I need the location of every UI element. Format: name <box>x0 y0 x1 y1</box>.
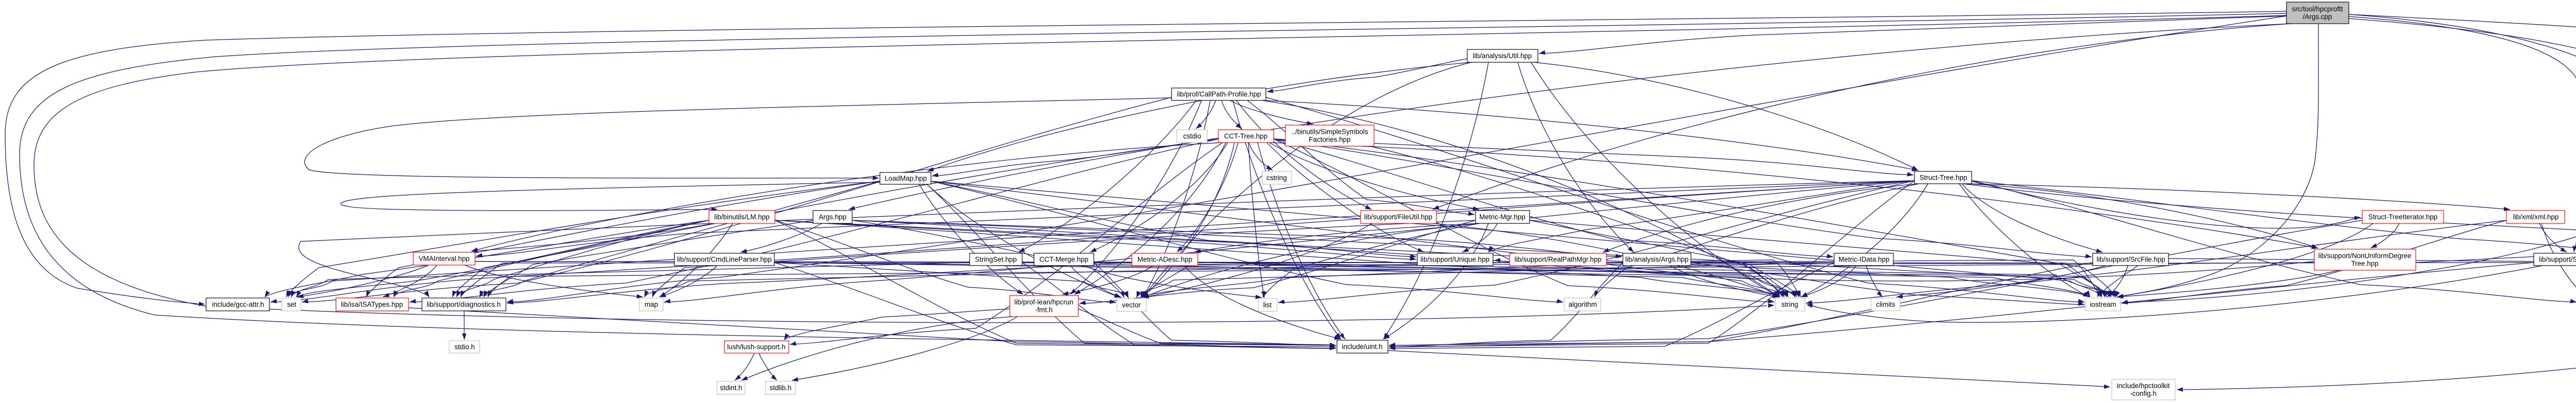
svg-text:include/uint.h: include/uint.h <box>1342 343 1383 351</box>
svg-text:cstring: cstring <box>1266 174 1286 182</box>
svg-text:Factories.hpp: Factories.hpp <box>1309 136 1350 144</box>
svg-text:list: list <box>1263 301 1272 309</box>
svg-text:Tree.hpp: Tree.hpp <box>2351 260 2378 268</box>
svg-text:-fmt.h: -fmt.h <box>1035 306 1053 314</box>
svg-text:set: set <box>287 301 296 308</box>
svg-text:Struct-Tree.hpp: Struct-Tree.hpp <box>1920 174 1968 182</box>
svg-text:-config.h: -config.h <box>2130 390 2156 397</box>
svg-text:Struct-TreeIterator.hpp: Struct-TreeIterator.hpp <box>2368 213 2437 221</box>
svg-text:cstdio: cstdio <box>1183 132 1201 140</box>
svg-text:lib/support/FileUtil.hpp: lib/support/FileUtil.hpp <box>1364 213 1432 221</box>
svg-text:lib/support/diagnostics.h: lib/support/diagnostics.h <box>427 301 501 308</box>
svg-text:../binutils/SimpleSymbols: ../binutils/SimpleSymbols <box>1292 128 1368 136</box>
svg-text:lush/lush-support.h: lush/lush-support.h <box>727 343 785 351</box>
svg-text:lib/support/SrcFile.hpp: lib/support/SrcFile.hpp <box>2096 256 2165 264</box>
svg-text:lib/support/RealPathMgr.hpp: lib/support/RealPathMgr.hpp <box>1515 256 1602 264</box>
svg-text:src/tool/hpcproftt: src/tool/hpcproftt <box>2292 5 2343 13</box>
svg-text:string: string <box>1782 301 1799 308</box>
svg-text:lib/support/StrUtil.hpp: lib/support/StrUtil.hpp <box>2539 256 2576 264</box>
svg-text:VMAInterval.hpp: VMAInterval.hpp <box>419 255 470 262</box>
svg-text:stdio.h: stdio.h <box>454 343 474 351</box>
svg-text:lib/prof-lean/hpcrun: lib/prof-lean/hpcrun <box>1014 299 1074 306</box>
svg-text:lib/analysis/Args.hpp: lib/analysis/Args.hpp <box>1625 256 1689 264</box>
svg-text:include/hpctoolkit: include/hpctoolkit <box>2117 382 2170 390</box>
svg-text:CCT-Merge.hpp: CCT-Merge.hpp <box>1039 256 1088 264</box>
svg-text:vector: vector <box>1122 301 1141 309</box>
svg-text:lib/support/CmdLineParser.hpp: lib/support/CmdLineParser.hpp <box>677 256 772 264</box>
svg-text:StringSet.hpp: StringSet.hpp <box>975 256 1016 264</box>
svg-text:CCT-Tree.hpp: CCT-Tree.hpp <box>1224 132 1267 140</box>
svg-text:Metric-ADesc.hpp: Metric-ADesc.hpp <box>1138 256 1192 264</box>
svg-text:stdint.h: stdint.h <box>720 384 742 392</box>
svg-text:lib/xml/xml.hpp: lib/xml/xml.hpp <box>2513 213 2559 221</box>
svg-text:lib/binutils/LM.hpp: lib/binutils/LM.hpp <box>714 213 769 221</box>
svg-text:Metric-Mgr.hpp: Metric-Mgr.hpp <box>1479 213 1525 221</box>
svg-text:map: map <box>645 301 658 308</box>
svg-text:iostream: iostream <box>2090 301 2116 308</box>
svg-text:Args.hpp: Args.hpp <box>819 213 846 221</box>
svg-text:lib/support/NonUniformDegree: lib/support/NonUniformDegree <box>2318 252 2412 260</box>
svg-text:climits: climits <box>1876 301 1895 308</box>
svg-text:Metric-IData.hpp: Metric-IData.hpp <box>1839 256 1890 264</box>
svg-text:/Args.cpp: /Args.cpp <box>2303 13 2332 21</box>
svg-text:LoadMap.hpp: LoadMap.hpp <box>885 174 927 182</box>
svg-text:include/gcc-attr.h: include/gcc-attr.h <box>212 301 264 308</box>
svg-text:lib/isa/ISATypes.hpp: lib/isa/ISATypes.hpp <box>341 301 403 308</box>
svg-text:lib/prof/CallPath-Profile.hpp: lib/prof/CallPath-Profile.hpp <box>1177 91 1261 98</box>
svg-text:algorithm: algorithm <box>1568 301 1597 308</box>
svg-text:stdlib.h: stdlib.h <box>770 384 791 392</box>
svg-text:lib/analysis/Util.hpp: lib/analysis/Util.hpp <box>1473 52 1532 60</box>
svg-text:lib/support/Unique.hpp: lib/support/Unique.hpp <box>1420 256 1489 264</box>
